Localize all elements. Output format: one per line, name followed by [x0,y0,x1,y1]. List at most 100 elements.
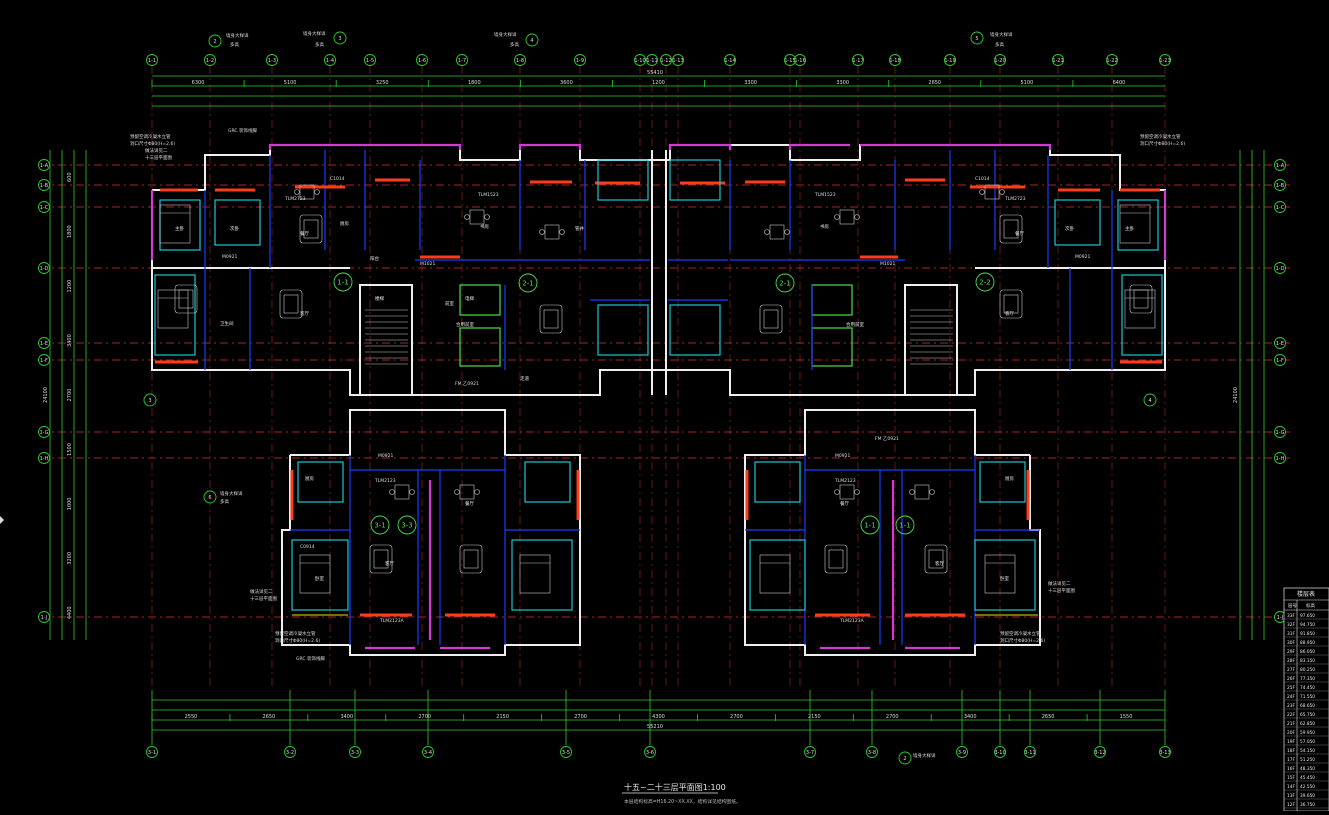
room-label: 阳台 [370,255,379,262]
svg-text:62.850: 62.850 [1300,721,1315,727]
axis-label: 1-16 [794,58,805,64]
room-label: 管井 [575,225,584,232]
svg-text:91.850: 91.850 [1300,631,1315,637]
svg-text:22F: 22F [1287,712,1295,718]
furniture-item [539,304,563,334]
axis-label: 1-F [40,358,48,364]
furniture-item [1124,289,1156,329]
axis-bubbles-right: 1-A1-B1-C1-D1-E1-F1-G1-H1-J [1274,159,1286,623]
bottom-total-dim: 55210 [647,724,663,730]
axis-bubble-right: 1-A [1274,159,1286,171]
axis-bubble-bottom: 3-5 [560,690,572,758]
svg-text:54.150: 54.150 [1300,748,1315,754]
unit-label: 1-1 [860,515,880,535]
axis-label: 1-A [1276,163,1285,169]
axis-label: 3-9 [958,750,966,756]
svg-text:2-1: 2-1 [522,280,533,288]
axis-bubble-top: 1-16 [794,54,806,66]
axis-label: 1-J [41,615,48,621]
door-tag: FM 乙0921 [455,380,479,387]
furniture-item [543,309,559,329]
door-tag: C1014 [975,176,990,182]
svg-text:21F: 21F [1287,721,1295,727]
room-label: 餐厅 [1015,230,1024,237]
room-label: 合用前室 [846,321,864,328]
axis-label: 1-D [40,266,49,272]
svg-text:20F: 20F [1287,730,1295,736]
axis-label: 1-23 [1159,58,1170,64]
axis-bubble-left: 1-A [38,159,50,171]
furniture-item [769,224,785,240]
furniture-item [464,214,470,220]
axis-bubble-bottom: 3-12 [1094,690,1106,758]
dimension-label: 2650 [1042,714,1055,720]
axis-label: 3-4 [424,750,432,756]
dimension-label: 1800 [67,225,73,238]
axis-bubble-left: 1-C [38,201,50,213]
callout-sub: 多高 [995,41,1004,48]
dimension-label: 1550 [1120,714,1133,720]
unit-label: 1-1 [895,515,915,535]
axis-label: 1-6 [418,58,426,64]
svg-text:32F: 32F [1287,622,1295,628]
callout-number: 2 [903,756,906,762]
axis-bubble-right: 1-E [1274,337,1286,349]
unit-label: 3-1 [370,515,390,535]
axis-label: 1-10 [634,58,645,64]
axis-bubble-left: 1-J [38,611,50,623]
furniture-item [984,554,1016,594]
room-label: 次卧 [1065,225,1074,232]
note-line: 十三层平面图 [145,154,172,161]
svg-text:42.550: 42.550 [1300,784,1315,790]
dimension-label: 3600 [560,80,573,86]
door-tag: TLM2723 [284,196,306,202]
dimension-label: 3400 [340,714,353,720]
furniture-item [914,484,930,500]
furniture-item [979,189,985,195]
svg-text:59.950: 59.950 [1300,730,1315,736]
room-label: 前室 [445,300,454,307]
callout-number: 6 [208,495,211,501]
furniture-item [469,209,485,225]
axis-bubble-bottom: 3-11 [1024,690,1036,758]
door-tag: TLM1523 [814,192,836,198]
axis-bubble-top: 1-10 [634,54,646,66]
dimension-label: 1500 [67,443,73,456]
axis-label: 1-H [1276,456,1285,462]
room-label: 客厅 [300,310,309,317]
svg-text:23F: 23F [1287,703,1295,709]
axis-label: 1-A [40,163,49,169]
dimension-label: 3400 [964,714,977,720]
lower-wings-walls [281,409,1041,656]
axis-bubble-bottom: 3-6 [644,690,656,758]
furniture-item [854,489,860,495]
callout-number: 3 [338,36,341,42]
axis-label: 1-11 [646,58,657,64]
furniture-item [839,209,855,225]
axis-label: 1-D [1276,266,1285,272]
note-line: 洞口尺寸Φ80(H=2.6) [275,637,320,644]
furniture-item [834,489,840,495]
room-label: 次卧 [230,225,239,232]
unit-label: 3-3 [397,515,417,535]
axis-bubble-right: 1-F [1274,354,1286,366]
unit-label: 2-1 [518,273,538,293]
furniture-item [984,184,1000,200]
furniture-item [279,289,303,319]
room-label: 走道 [520,375,529,382]
axis-bubble-bottom: 3-8 [866,690,878,758]
dimension-label: 1200 [652,80,665,86]
dimension-label: 5100 [284,80,297,86]
dimension-label: 3300 [744,80,757,86]
axis-label: 1-9 [576,58,584,64]
axis-label: 1-21 [1052,58,1063,64]
room-label: 厨房 [305,475,314,482]
furniture-item [314,189,320,195]
room-label: 客厅 [385,560,394,567]
note-line: 预留空调冷凝水立管 [1140,133,1181,140]
axis-bubble-bottom: 3-4 [422,690,434,758]
door-tag: M1021 [420,261,435,267]
